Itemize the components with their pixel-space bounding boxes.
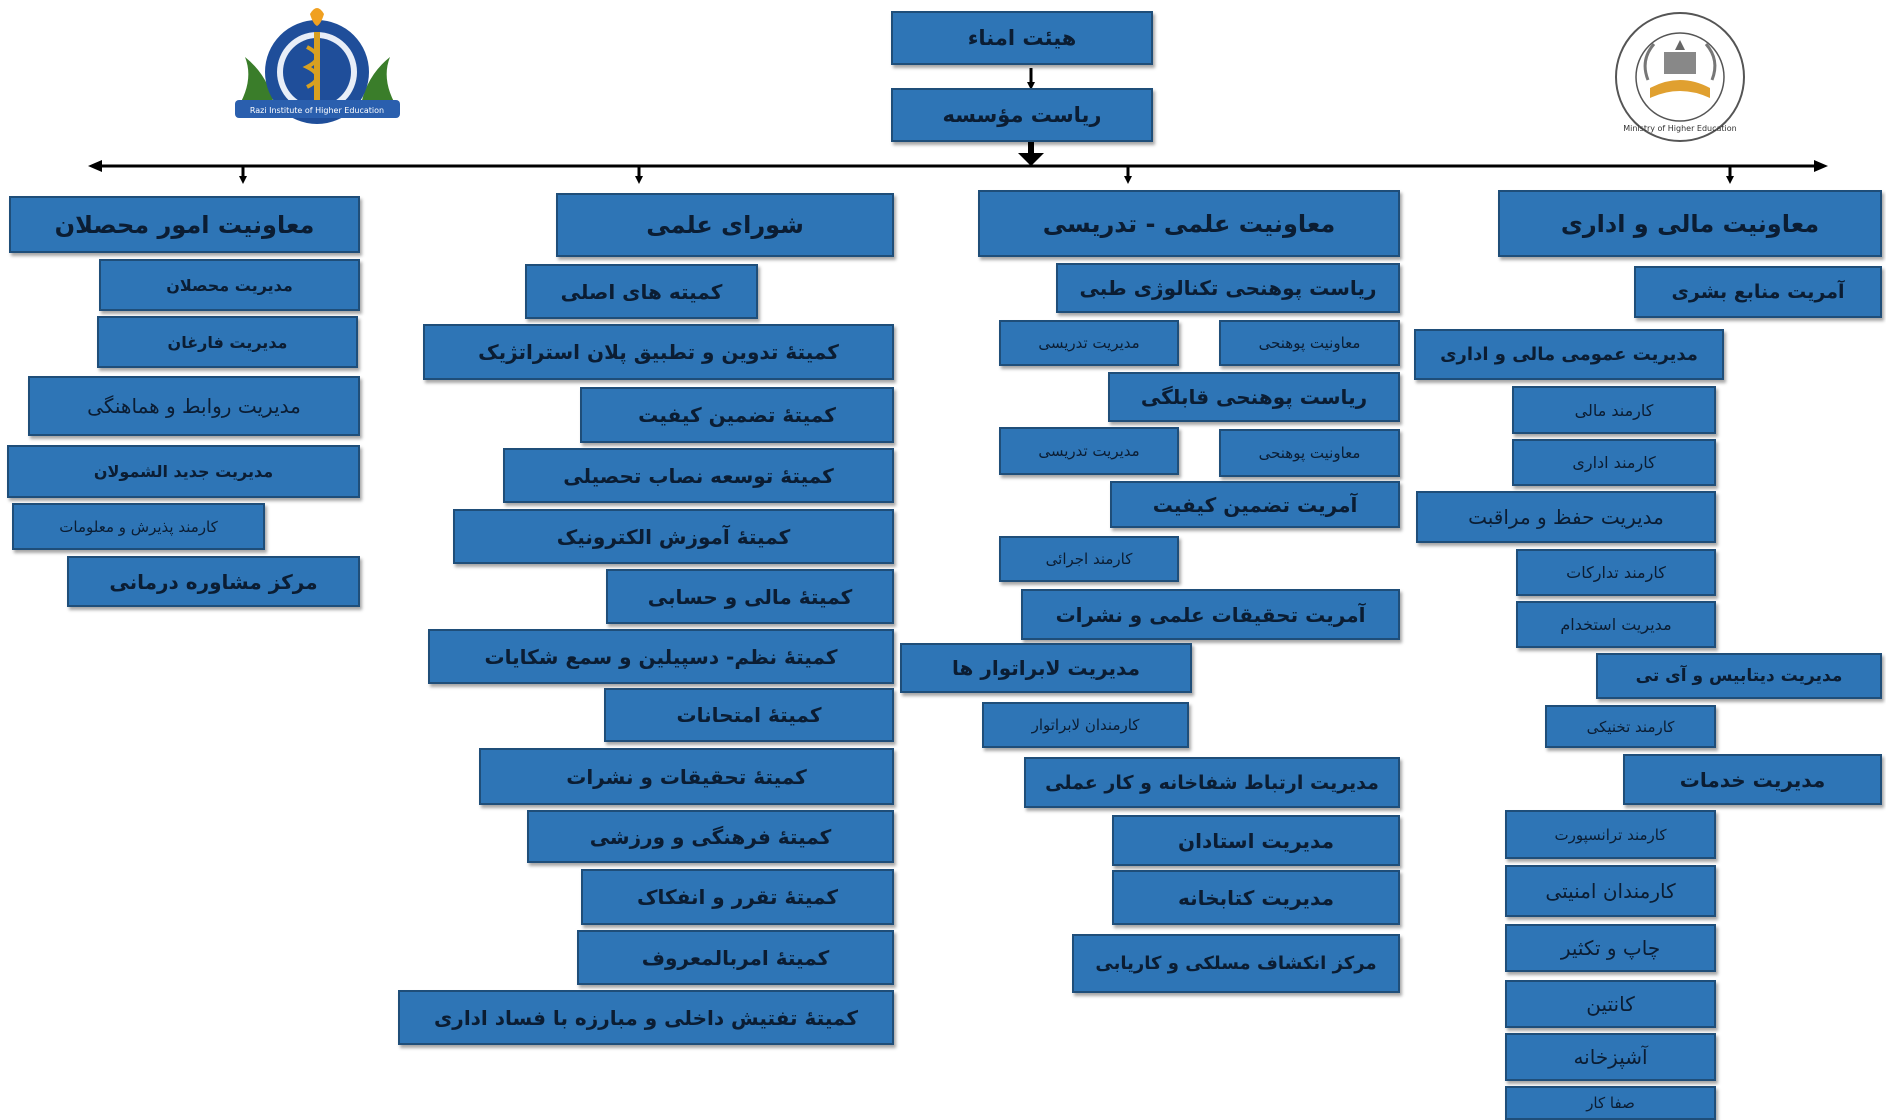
col3-item-3: مدیریت تدریسی — [999, 320, 1179, 366]
col2-item-1: کمیته های اصلی — [525, 264, 758, 319]
bar-left-arrowhead — [88, 160, 102, 172]
col2-item-2: کمیتهٔ تدوین و تطبیق پلان استراتژیک — [423, 324, 894, 380]
col3-item-1: ریاست پوهنحی تکنالوژی طبی — [1056, 263, 1400, 313]
col4-item-12: کارمندان امنیتی — [1505, 865, 1716, 917]
col4-item-15: آشپزخانه — [1505, 1033, 1716, 1081]
col4-item-13: چاپ و تکثیر — [1505, 924, 1716, 972]
col4-item-1: آمریت منابع بشری — [1634, 266, 1882, 318]
col3-item-14: مدیریت کتابخانه — [1112, 870, 1400, 925]
col3-item-13: مدیریت استادان — [1112, 815, 1400, 866]
institute-emblem-icon: Razi Institute of Higher Education — [235, 8, 400, 124]
col3-item-7: آمریت تضمین کیفیت — [1110, 481, 1400, 528]
col4-item-5: مدیریت حفظ و مراقبت — [1416, 491, 1716, 543]
col3-item-2: معاونیت پوهنحی — [1219, 320, 1400, 366]
col4-item-14: کانتین — [1505, 980, 1716, 1028]
col2-item-10: کمیتهٔ فرهنگی و ورزشی — [527, 810, 894, 863]
col3-item-15: مرکز انکشاف مسلکی و کاریابی — [1072, 934, 1400, 993]
col2-item-7: کمیتهٔ نظم- دسپیلین و سمع شکایات — [428, 629, 894, 684]
institute-logo: Razi Institute of Higher Education — [215, 2, 420, 140]
col4-item-7: مدیریت استخدام — [1516, 601, 1716, 648]
ministry-logo: Ministry of Higher Education — [1588, 10, 1773, 145]
svg-text:Razi Institute of Higher Educa: Razi Institute of Higher Education — [250, 106, 384, 115]
bar-right-arrowhead — [1814, 160, 1828, 172]
col1-item-3: مدیریت روابط و هماهنگی — [28, 376, 360, 436]
col2-item-3: کمیتهٔ تضمین کیفیت — [580, 387, 894, 443]
col4-item-8: مدیریت دیتابیس و آی تی — [1596, 653, 1882, 699]
col2-item-6: کمیتهٔ مالی و حسابی — [606, 569, 894, 624]
col4-item-9: کارمند تخنیکی — [1545, 705, 1716, 748]
col2-item-13: کمیتهٔ تفتیش داخلی و مبارزه با فساد ادار… — [398, 990, 894, 1045]
col4-item-2: مدیریت عمومی مالی و اداری — [1414, 329, 1724, 380]
col4-item-10: مدیریت خدمات — [1623, 754, 1882, 805]
ministry-seal-icon: Ministry of Higher Education — [1615, 12, 1745, 142]
col3-item-9: آمریت تحقیقات علمی و نشرات — [1021, 589, 1400, 640]
presidency-box: ریاست مؤسسه — [891, 88, 1153, 142]
col2-header: شورای علمی — [556, 193, 894, 257]
col1-item-2: مدیریت فارغان — [97, 316, 358, 368]
col1-item-5: کارمند پذیرش و معلومات — [12, 503, 265, 550]
col2-item-12: کمیتهٔ امربالمعروف — [577, 930, 894, 985]
col4-header: معاونیت مالی و اداری — [1498, 190, 1882, 257]
col3-item-10: مدیریت لابراتوار ها — [900, 643, 1192, 693]
col1-item-4: مدیریت جدید الشمولان — [7, 445, 360, 498]
col3-item-12: مدیریت ارتباط شفاخانه و کار عملی — [1024, 757, 1400, 808]
col4-item-16: صفا کار — [1505, 1086, 1716, 1120]
svg-text:Ministry of Higher Education: Ministry of Higher Education — [1623, 124, 1737, 133]
col3-header: معاونیت علمی - تدریسی — [978, 190, 1400, 257]
col1-item-1: مدیریت محصلان — [99, 259, 360, 311]
col3-item-8: کارمند اجرائی — [999, 536, 1179, 582]
col3-item-4: ریاست پوهنحی قابلگی — [1108, 372, 1400, 422]
col2-item-8: کمیتهٔ امتحانات — [604, 688, 894, 742]
col2-item-4: کمیتهٔ توسعه نصاب تحصیلی — [503, 448, 894, 503]
col3-item-5: معاونیت پوهنحی — [1219, 429, 1400, 477]
col2-item-9: کمیتهٔ تحقیقات و نشرات — [479, 748, 894, 805]
col2-item-5: کمیتهٔ آموزش الکترونیک — [453, 509, 894, 564]
col2-item-11: کمیتهٔ تقرر و انفکاک — [581, 869, 894, 925]
presidency-to-bar-arrowhead — [1018, 153, 1044, 166]
col4-item-11: کارمند ترانسپورت — [1505, 810, 1716, 859]
board-of-trustees-box: هیئت امناء — [891, 11, 1153, 65]
col3-item-6: مدیریت تدریسی — [999, 427, 1179, 475]
col1-header: معاونیت امور محصلان — [9, 196, 360, 253]
col3-item-11: کارمندان لابراتوار — [982, 702, 1189, 748]
col1-item-6: مرکز مشاوره درمانی — [67, 556, 360, 607]
col4-item-6: کارمند تدارکات — [1516, 549, 1716, 596]
col4-item-4: کارمند اداری — [1512, 439, 1716, 486]
col4-item-3: کارمند مالی — [1512, 386, 1716, 434]
